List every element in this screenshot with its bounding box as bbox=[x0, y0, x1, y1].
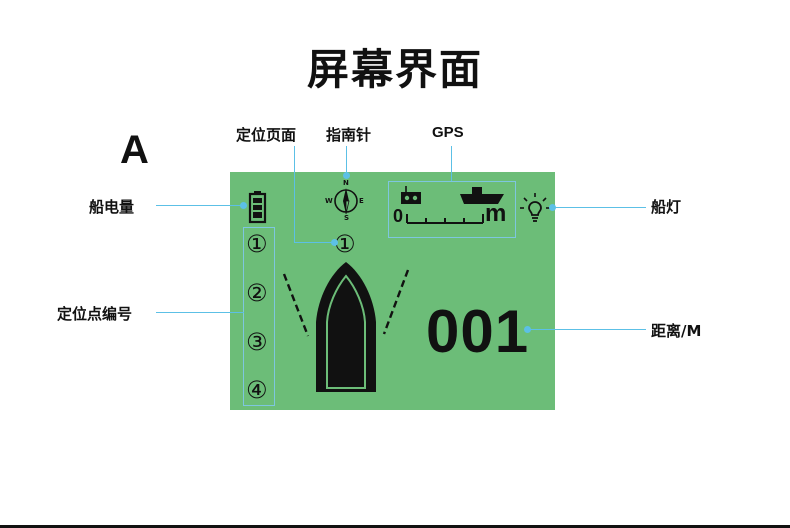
location-point-3: ③ bbox=[246, 328, 268, 356]
boat-light-callout: 船灯 bbox=[651, 198, 682, 216]
light-leader bbox=[553, 207, 646, 208]
location-point-1: ① bbox=[246, 230, 268, 258]
location-point-4: ④ bbox=[246, 376, 268, 404]
location-points-list bbox=[243, 227, 275, 406]
compass-west-label: W bbox=[325, 197, 333, 205]
location-point-2: ② bbox=[246, 279, 268, 307]
location-point-leader bbox=[156, 312, 244, 313]
current-location-page: ① bbox=[334, 230, 356, 258]
location-page-leader-v bbox=[294, 146, 295, 242]
location-page-callout: 定位页面 bbox=[236, 126, 297, 144]
light-bulb-icon bbox=[520, 193, 550, 222]
compass-south-label: S bbox=[344, 214, 350, 222]
distance-leader bbox=[528, 329, 646, 330]
compass-east-label: E bbox=[359, 197, 364, 205]
compass-leader bbox=[346, 146, 347, 176]
distance-callout: 距离/M bbox=[651, 322, 702, 340]
gps-callout: GPS bbox=[432, 124, 464, 141]
ship-icon bbox=[460, 187, 504, 204]
battery-leader bbox=[156, 205, 244, 206]
boat-icon bbox=[282, 262, 410, 392]
gps-scale-unit: m bbox=[485, 200, 507, 227]
compass-north-label: N bbox=[343, 179, 349, 187]
bottom-divider bbox=[0, 525, 790, 528]
gps-scale-start: 0 bbox=[393, 206, 404, 226]
page-title: 屏幕界面 bbox=[306, 45, 483, 94]
boat-battery-callout: 船电量 bbox=[89, 198, 135, 216]
gps-leader bbox=[451, 146, 452, 181]
compass-leader-dot bbox=[343, 172, 350, 179]
gps-indicator bbox=[388, 181, 516, 238]
remote-control-icon bbox=[401, 186, 421, 204]
battery-icon bbox=[248, 191, 267, 224]
battery-leader-dot bbox=[240, 202, 247, 209]
distance-readout: 001 bbox=[426, 298, 530, 365]
gps-scale-bar bbox=[406, 214, 484, 224]
variant-label: A bbox=[120, 128, 149, 172]
light-leader-dot bbox=[549, 204, 556, 211]
distance-leader-dot bbox=[524, 326, 531, 333]
compass-icon bbox=[334, 188, 358, 215]
location-page-leader-h bbox=[294, 242, 334, 243]
location-point-number-callout: 定位点编号 bbox=[57, 305, 133, 323]
lcd-screen bbox=[230, 172, 555, 410]
location-page-leader-dot bbox=[331, 239, 338, 246]
compass-callout: 指南针 bbox=[326, 126, 372, 144]
